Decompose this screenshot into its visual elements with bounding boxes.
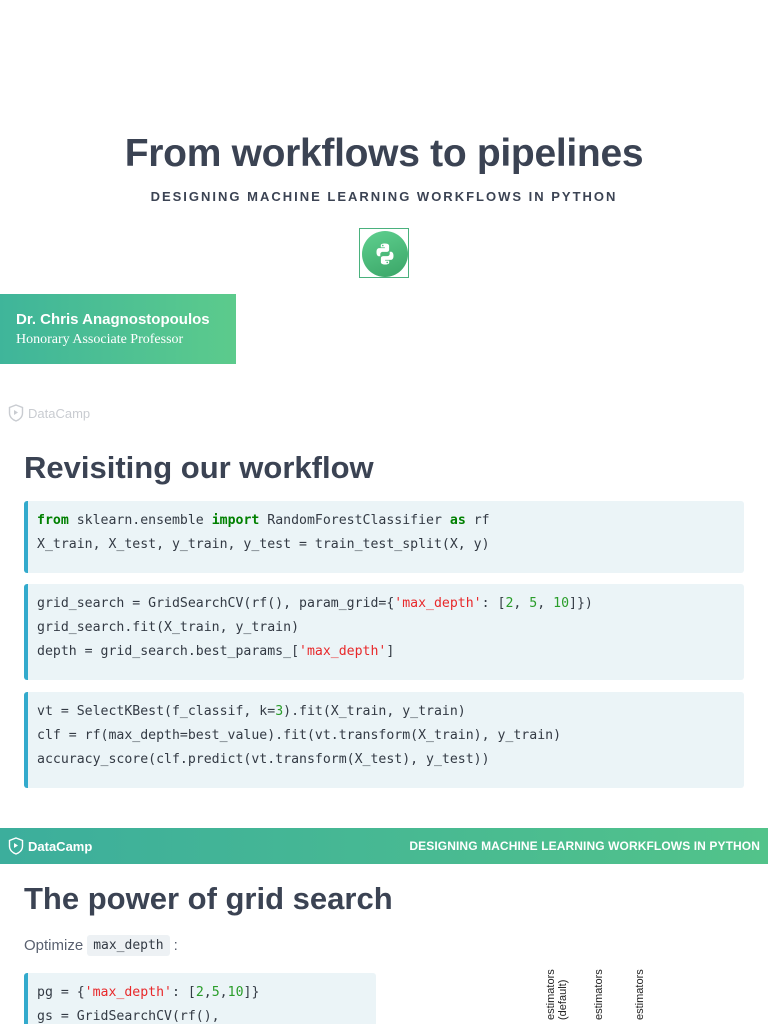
code-line: pg = {'max_depth': [2,5,10]} — [37, 985, 260, 1000]
workflow-slide: Revisiting our workflow from sklearn.ens… — [0, 432, 768, 828]
code-line: accuracy_score(clf.predict(vt.transform(… — [37, 752, 490, 767]
datacamp-shield-icon — [8, 404, 24, 422]
code-block-param-grid: pg = {'max_depth': [2,5,10]} gs = GridSe… — [24, 973, 376, 1024]
slide-title: The power of grid search — [24, 881, 393, 916]
inline-code: max_depth — [87, 935, 170, 956]
code-line: X_train, X_test, y_train, y_test = train… — [37, 537, 490, 552]
code-block-import: from sklearn.ensemble import RandomFores… — [24, 501, 744, 573]
grid-search-slide: The power of grid search Optimize max_de… — [0, 864, 768, 1024]
code-line: vt = SelectKBest(f_classif, k=3).fit(X_t… — [37, 704, 466, 719]
course-banner: DataCamp DESIGNING MACHINE LEARNING WORK… — [0, 828, 768, 864]
code-line: grid_search.fit(X_train, y_train) — [37, 620, 300, 635]
course-title: DESIGNING MACHINE LEARNING WORKFLOWS IN … — [409, 839, 760, 853]
code-block-feature-selection: vt = SelectKBest(f_classif, k=3).fit(X_t… — [24, 692, 744, 788]
datacamp-logo: DataCamp — [8, 837, 92, 855]
datacamp-logo-text: DataCamp — [28, 405, 91, 421]
code-line: from sklearn.ensemble import RandomFores… — [37, 513, 490, 528]
course-subtitle: DESIGNING MACHINE LEARNING WORKFLOWS IN … — [150, 189, 618, 204]
author-card: Dr. Chris Anagnostopoulos Honorary Assoc… — [0, 294, 236, 364]
code-line: depth = grid_search.best_params_['max_de… — [37, 644, 395, 659]
slide-title: Revisiting our workflow — [24, 450, 374, 485]
title-slide: From workflows to pipelines DESIGNING MA… — [0, 0, 768, 432]
optimize-colon: : — [173, 937, 178, 954]
optimize-label: Optimize — [24, 937, 84, 954]
author-name: Dr. Chris Anagnostopoulos — [16, 311, 210, 328]
code-block-grid-search: grid_search = GridSearchCV(rf(), param_g… — [24, 584, 744, 680]
python-logo-icon — [362, 231, 408, 277]
datacamp-logo-text: DataCamp — [28, 838, 93, 854]
slide-title: From workflows to pipelines — [124, 132, 644, 175]
rotated-label: estimators — [593, 969, 605, 1020]
code-line: clf = rf(max_depth=best_value).fit(vt.tr… — [37, 728, 562, 743]
datacamp-shield-icon — [8, 837, 24, 855]
rotated-label: estimators — [634, 969, 646, 1020]
author-role: Honorary Associate Professor — [16, 332, 184, 347]
datacamp-logo: DataCamp — [8, 404, 90, 422]
code-line: grid_search = GridSearchCV(rf(), param_g… — [37, 596, 593, 611]
code-line: gs = GridSearchCV(rf(), — [37, 1009, 220, 1024]
rotated-label: estimators (default) — [545, 969, 569, 1020]
optimize-line: Optimize max_depth : — [24, 935, 178, 956]
python-badge — [359, 228, 409, 278]
